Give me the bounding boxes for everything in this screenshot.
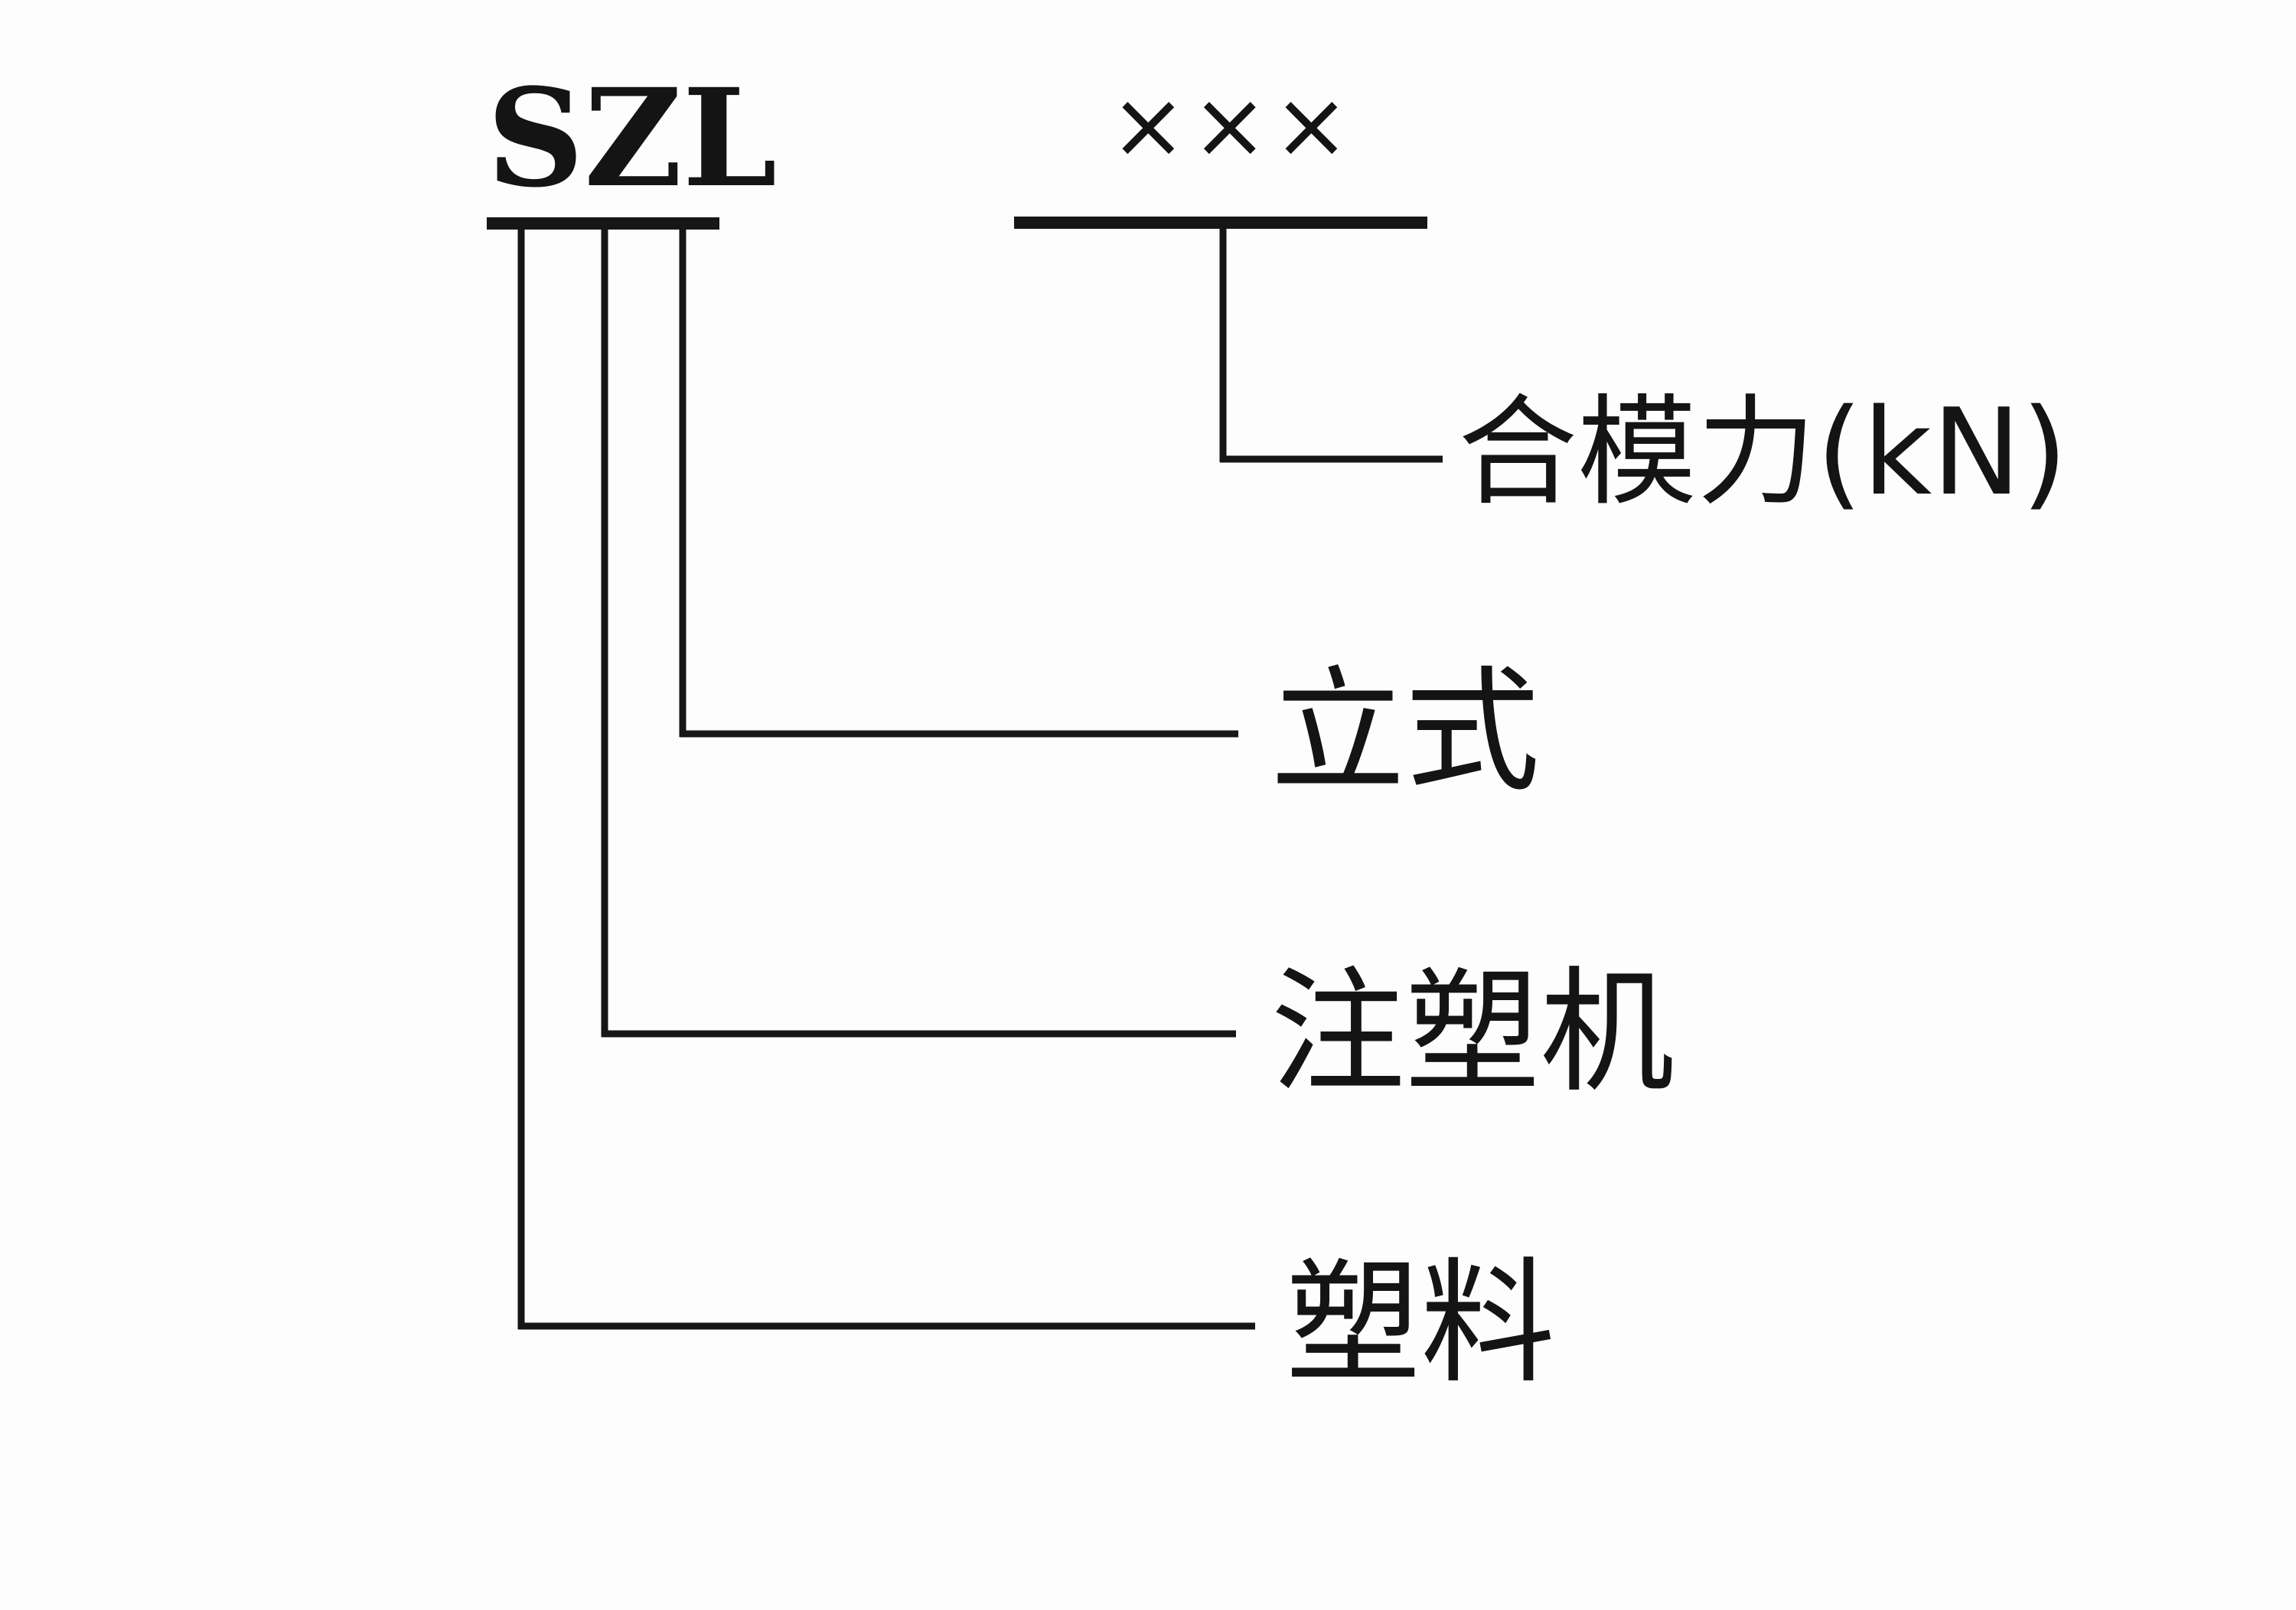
label-clamping-force: 合模力(kN) (1458, 383, 2068, 522)
label-injection-machine: 注塑机 (1270, 954, 1675, 1111)
value-placeholder: ××× (1110, 73, 1355, 179)
model-code: SZL (487, 59, 777, 217)
label-plastic: 塑料 (1286, 1245, 1555, 1402)
label-vertical: 立式 (1270, 653, 1540, 810)
